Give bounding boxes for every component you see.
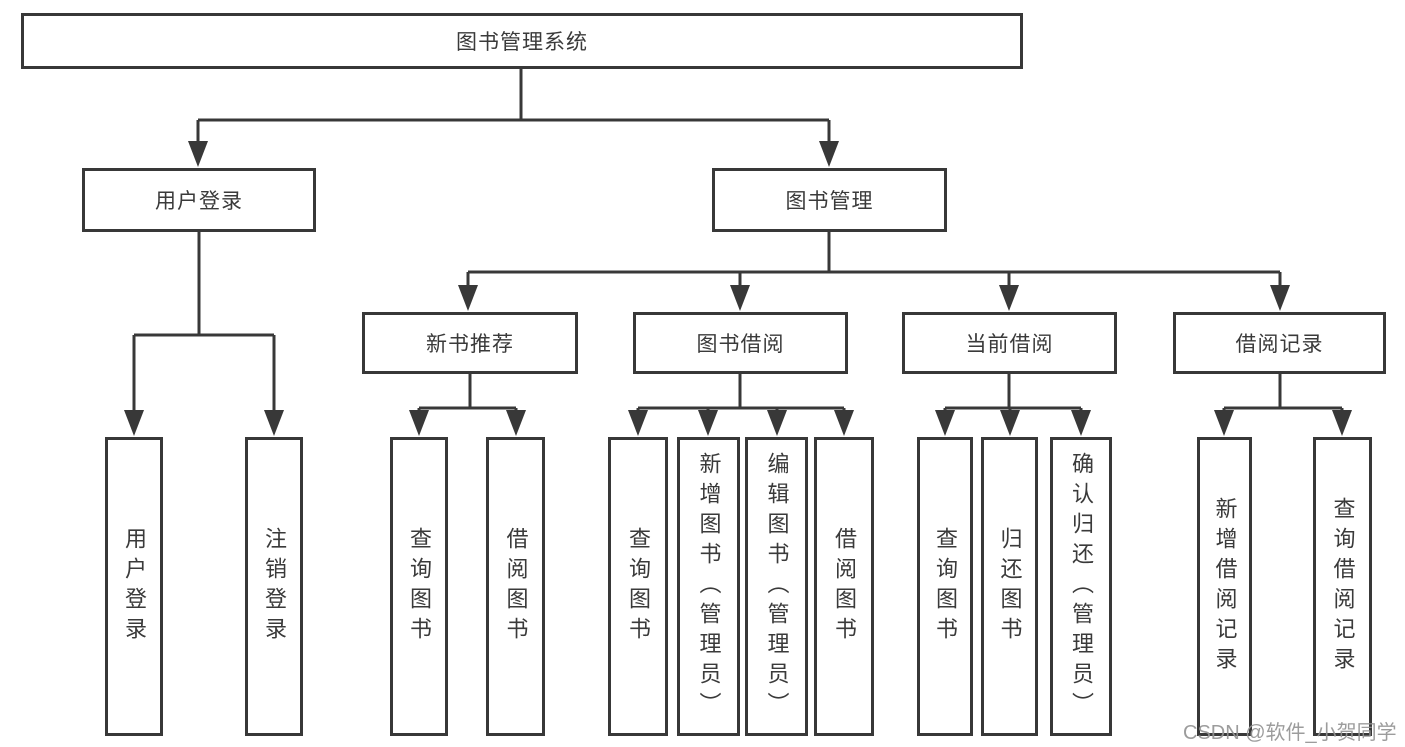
arrowhead <box>1071 410 1091 436</box>
node-query-books-current: 查询图书 <box>917 437 973 736</box>
connector-book-management-branch <box>466 232 1282 291</box>
node-label: 借阅记录 <box>1235 333 1324 356</box>
arrowhead <box>1000 410 1020 436</box>
arrowhead <box>458 285 478 311</box>
node-label: 借阅图书 <box>832 526 857 647</box>
arrowhead <box>188 141 208 167</box>
node-query-borrow-record: 查询借阅记录 <box>1313 437 1372 736</box>
node-book-borrowing: 图书借阅 <box>633 312 848 374</box>
arrowhead <box>935 410 955 436</box>
node-label: 图书管理系统 <box>456 31 588 54</box>
node-label: 图书管理 <box>785 190 874 213</box>
node-new-book-recommendation: 新书推荐 <box>362 312 578 374</box>
node-add-borrow-record: 新增借阅记录 <box>1197 437 1252 736</box>
node-label: 新书推荐 <box>426 333 514 356</box>
node-query-books-recommend: 查询图书 <box>390 437 448 736</box>
node-book-management: 图书管理 <box>712 168 947 232</box>
node-library-management-system: 图书管理系统 <box>21 13 1023 69</box>
node-user-login-action: 用户登录 <box>105 437 163 736</box>
node-query-books-borrowing: 查询图书 <box>608 437 668 736</box>
node-label: 查询借阅记录 <box>1330 496 1356 677</box>
arrowhead <box>819 141 839 167</box>
node-label: 新增借阅记录 <box>1212 496 1238 677</box>
node-label: 查询图书 <box>407 526 432 647</box>
node-return-books: 归还图书 <box>981 437 1038 736</box>
node-borrowing-records: 借阅记录 <box>1173 312 1386 374</box>
connector-root-to-level2 <box>196 69 831 146</box>
node-add-books-admin: 新增图书（管理员） <box>677 437 740 736</box>
arrowhead <box>628 410 648 436</box>
node-label: 注销登录 <box>262 526 287 647</box>
node-label: 图书借阅 <box>696 333 785 356</box>
connector-current-branch <box>943 374 1083 416</box>
node-confirm-return-admin: 确认归还（管理员） <box>1050 437 1112 736</box>
arrowhead <box>1332 410 1352 436</box>
node-label: 确认归还（管理员） <box>1069 451 1094 722</box>
arrowhead <box>264 410 284 436</box>
node-logout-action: 注销登录 <box>245 437 303 736</box>
arrowhead <box>730 285 750 311</box>
connector-borrowing-branch <box>636 374 846 416</box>
watermark: CSDN @软件_小贺同学 <box>1183 722 1397 744</box>
arrowhead <box>999 285 1019 311</box>
arrowhead <box>506 410 526 436</box>
connector-records-branch <box>1222 374 1344 416</box>
connector-recommend-branch <box>417 374 518 416</box>
arrowhead <box>1270 285 1290 311</box>
arrowhead <box>409 410 429 436</box>
node-label: 用户登录 <box>155 190 243 213</box>
arrowhead <box>767 410 787 436</box>
node-borrow-books-borrowing: 借阅图书 <box>814 437 874 736</box>
node-label: 归还图书 <box>997 526 1023 647</box>
arrowhead <box>124 410 144 436</box>
node-edit-books-admin: 编辑图书（管理员） <box>745 437 808 736</box>
node-user-login: 用户登录 <box>82 168 316 232</box>
node-label: 编辑图书（管理员） <box>764 451 790 722</box>
node-label: 当前借阅 <box>965 333 1054 356</box>
node-label: 新增图书（管理员） <box>696 451 722 722</box>
node-current-borrowing: 当前借阅 <box>902 312 1117 374</box>
node-label: 查询图书 <box>933 526 958 647</box>
arrowhead <box>834 410 854 436</box>
arrowhead <box>698 410 718 436</box>
node-label: 用户登录 <box>122 526 147 647</box>
node-borrow-books-recommend: 借阅图书 <box>486 437 545 736</box>
arrowhead <box>1214 410 1234 436</box>
connector-user-login-branch <box>132 232 276 415</box>
node-label: 查询图书 <box>626 526 651 647</box>
node-label: 借阅图书 <box>503 526 529 647</box>
